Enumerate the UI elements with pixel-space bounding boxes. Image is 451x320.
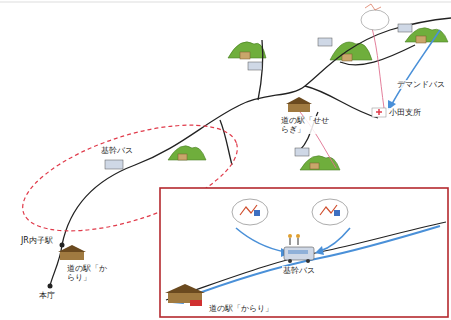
map-label: デマンドバス [396,80,446,89]
map-label: JR内子駅 [20,236,54,245]
map-label: 小田支所 [388,108,422,117]
map-label: 道の駅「からり」 [66,264,112,282]
map-label: 基幹バス [100,146,134,155]
map-label: 道の駅「せせらぎ」 [280,116,334,134]
map-label: 基幹バス [282,266,316,275]
map-label: 本庁 [38,291,56,300]
map-label: 道の駅「からり」 [208,304,274,313]
